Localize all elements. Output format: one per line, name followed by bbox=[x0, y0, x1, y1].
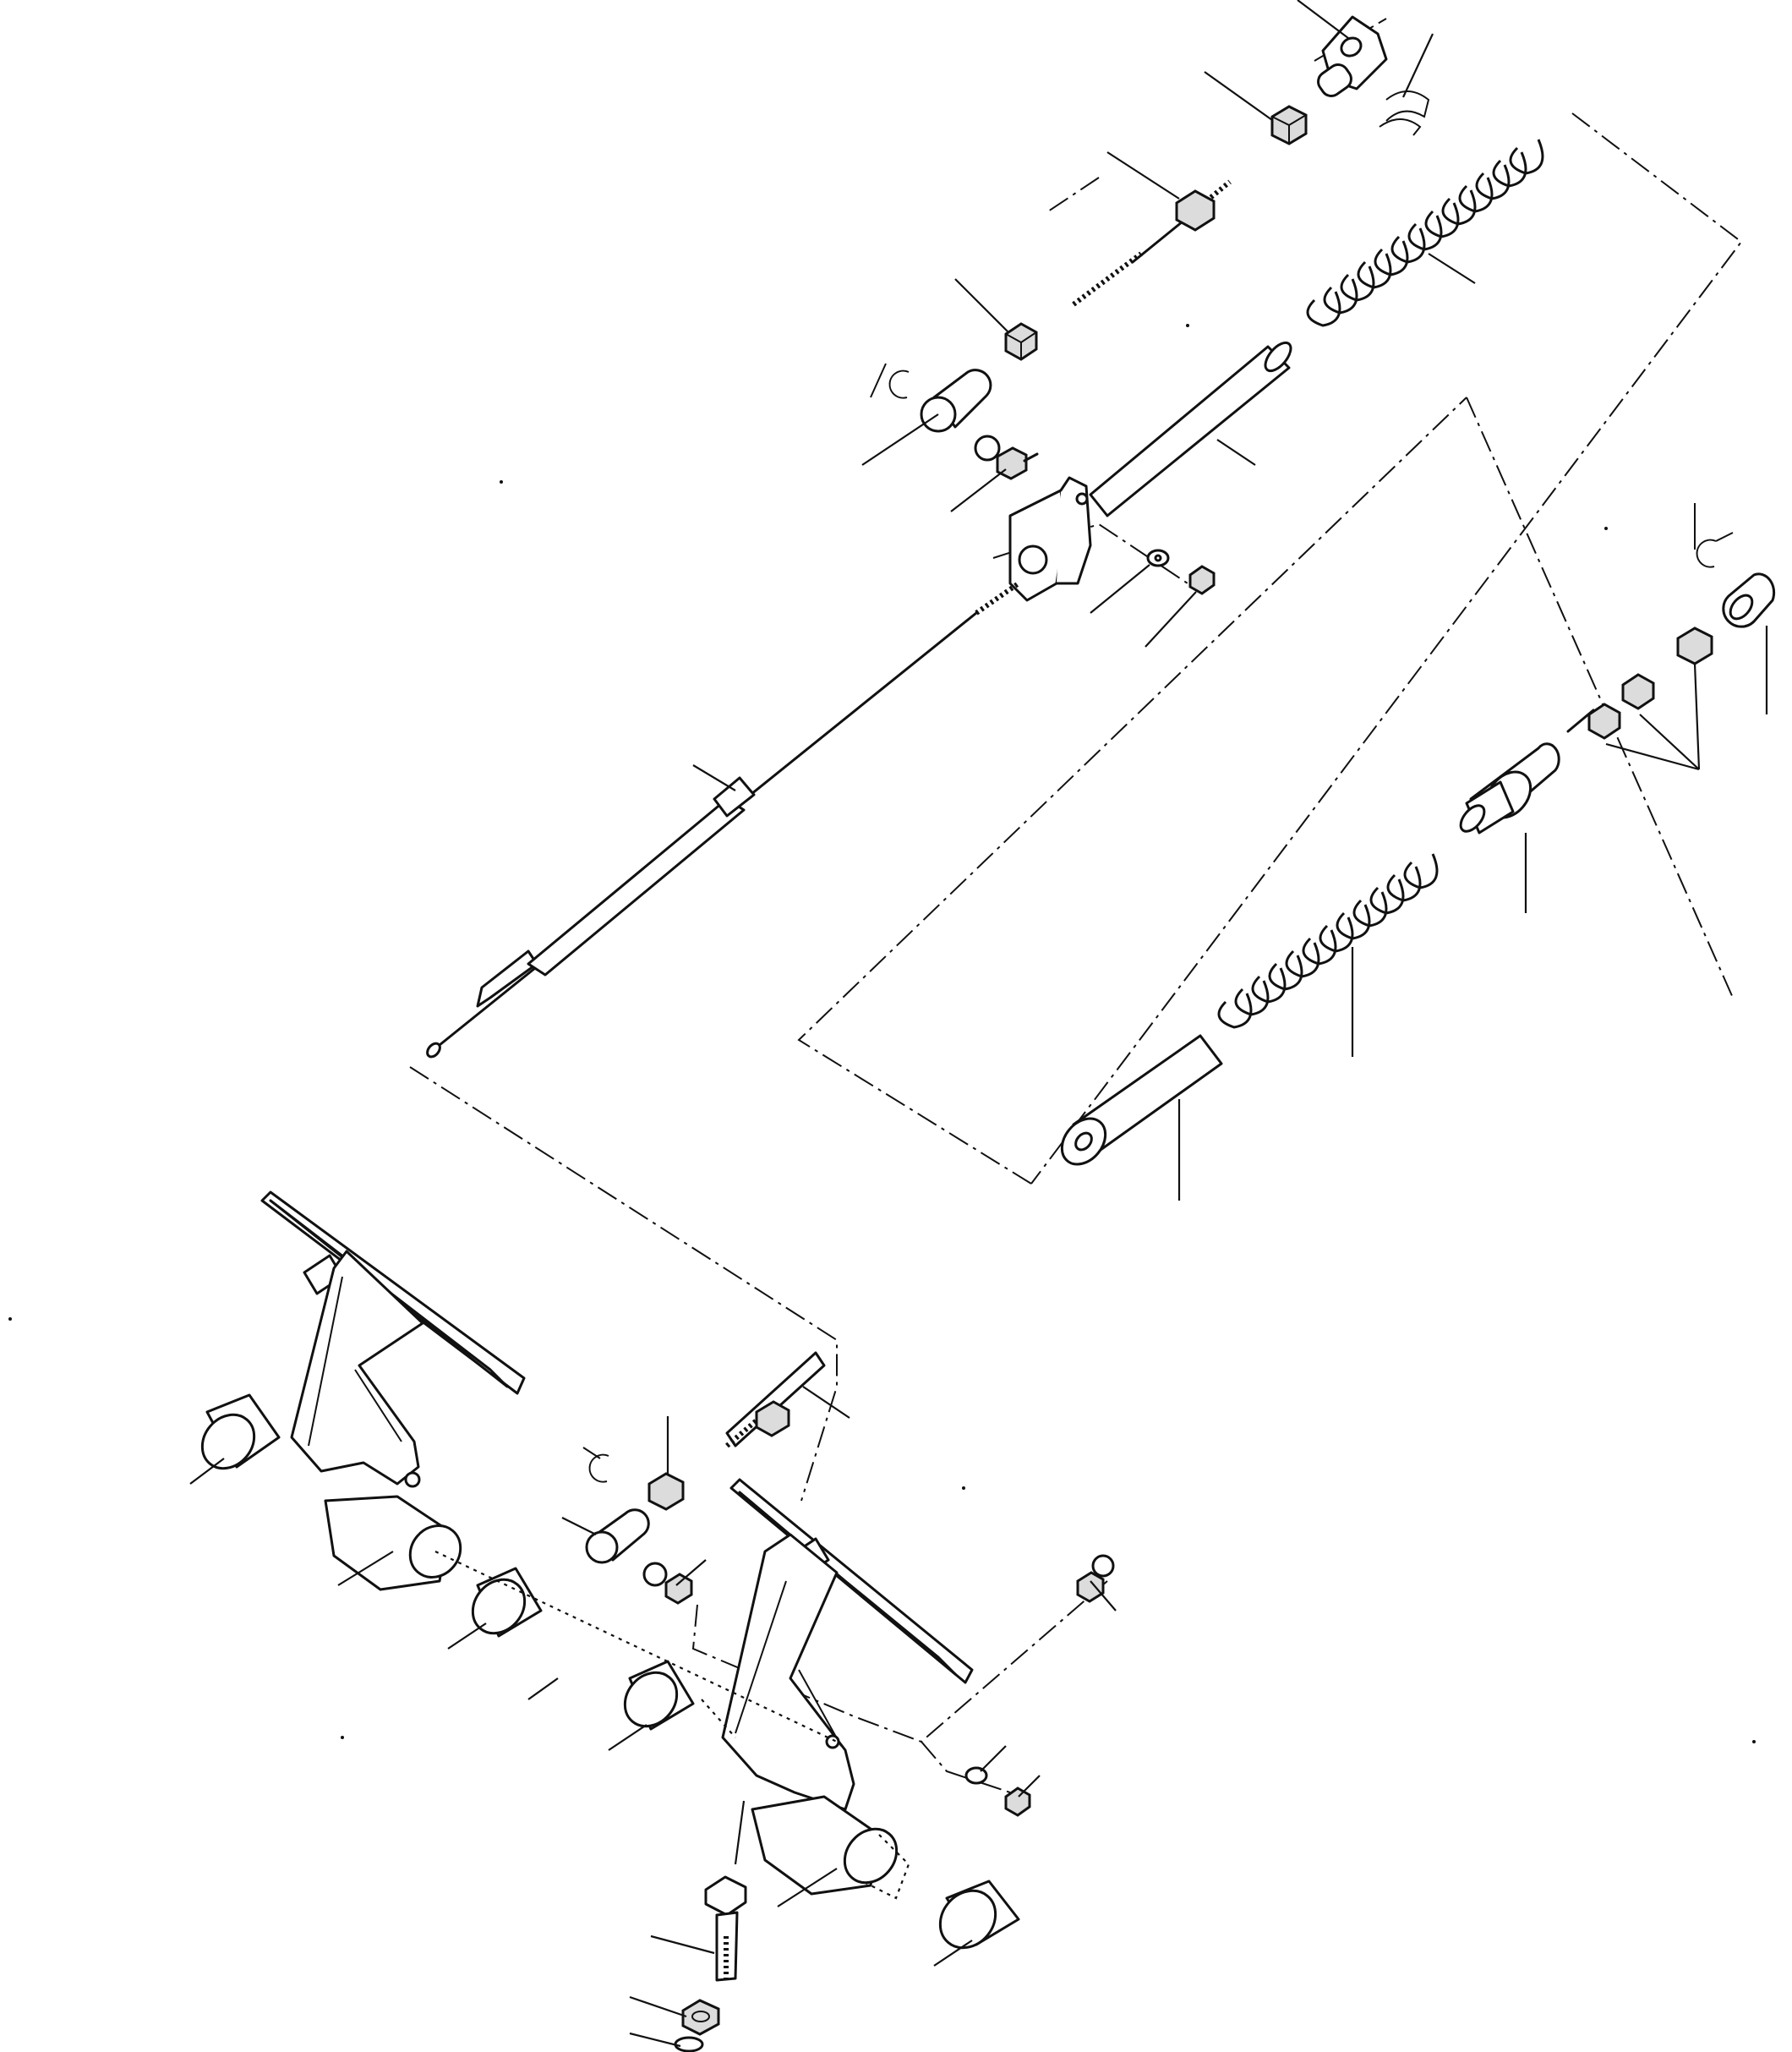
nut-small bbox=[1188, 565, 1216, 595]
leader-control-rod bbox=[692, 764, 736, 791]
leader-pedal-left bbox=[337, 1551, 394, 1586]
end-cap bbox=[1722, 572, 1776, 628]
leader-lock-nut-pair bbox=[1605, 663, 1701, 771]
leader-nut-pedal-small bbox=[1018, 1775, 1041, 1798]
snap-ring-pedal bbox=[582, 1447, 609, 1483]
leader-ball-stud bbox=[950, 468, 1007, 512]
leader-washer-pedal bbox=[980, 1745, 1007, 1772]
bushing-3 bbox=[623, 1660, 695, 1731]
leader-bushing-2 bbox=[447, 1622, 487, 1650]
leader-bushing-4 bbox=[933, 1940, 973, 1967]
ball-stud-right bbox=[1076, 1554, 1115, 1603]
bracket bbox=[1008, 476, 1092, 602]
bushing-2 bbox=[471, 1567, 543, 1638]
bracket-rod bbox=[1089, 341, 1292, 517]
lock-nut bbox=[1270, 105, 1308, 145]
leader-bracket-rod bbox=[1216, 439, 1256, 466]
leader-spring-upper bbox=[1428, 253, 1476, 284]
leader-pedal-right bbox=[777, 1868, 838, 1907]
leader-bushing-3 bbox=[608, 1724, 647, 1751]
leader-bracket-rod-lower bbox=[802, 1386, 850, 1419]
bushing bbox=[200, 1393, 281, 1470]
spring-upper bbox=[1306, 139, 1544, 327]
clip bbox=[1379, 90, 1430, 136]
snap-ring bbox=[870, 363, 910, 399]
ball-stud bbox=[974, 435, 1039, 480]
leader-nut-small bbox=[1145, 591, 1197, 648]
pivot-bolt bbox=[704, 1875, 747, 1982]
leader-ball-stud-right bbox=[1090, 1580, 1117, 1612]
pedal-right bbox=[721, 1478, 974, 1900]
washer-pedal bbox=[964, 1766, 988, 1785]
nut-pedal bbox=[647, 1472, 685, 1511]
pedal-left bbox=[260, 1190, 526, 1591]
leader-clevis bbox=[1297, 0, 1349, 39]
leader-adjusting-rod bbox=[1106, 151, 1180, 200]
nut-pedal-small bbox=[1004, 1787, 1031, 1817]
leader-washer-bottom bbox=[629, 2032, 681, 2048]
adjusting-rod bbox=[1072, 179, 1232, 307]
nut bbox=[1004, 322, 1038, 361]
lock-nut-pair bbox=[1566, 627, 1713, 740]
specks bbox=[8, 324, 1756, 1743]
spring-lower bbox=[1217, 853, 1439, 1029]
bushing-axis bbox=[434, 1551, 838, 1743]
clevis bbox=[1317, 15, 1388, 97]
washer-bottom bbox=[674, 2036, 704, 2052]
washer bbox=[1146, 549, 1170, 567]
leader-bushing-1 bbox=[189, 1458, 225, 1485]
leader-ball-stud-pedal bbox=[675, 1559, 707, 1586]
leader-lock-nut bbox=[1204, 71, 1273, 121]
bracket-rod-lower bbox=[725, 1351, 826, 1448]
leader-hex-nut bbox=[629, 1995, 687, 2018]
chain-lines bbox=[409, 18, 1743, 1793]
leader-ball-socket bbox=[861, 413, 939, 466]
ball-socket-pedal bbox=[585, 1508, 650, 1564]
guide-tube bbox=[1060, 1034, 1223, 1166]
bushing-4 bbox=[938, 1880, 1020, 1950]
leader-ball-socket-pedal bbox=[561, 1517, 597, 1535]
leader-pivot-bolt bbox=[650, 1934, 715, 1955]
leader-clip bbox=[1402, 33, 1434, 98]
leader-nut bbox=[954, 278, 1008, 332]
hex-nut bbox=[681, 1999, 720, 2036]
ball-socket bbox=[920, 369, 992, 433]
leader-bushing-axis bbox=[527, 1677, 559, 1700]
spring-seat bbox=[1459, 742, 1560, 834]
control-rod bbox=[426, 581, 1020, 1059]
leader-pivot-axis bbox=[734, 1800, 746, 1865]
snap-ring-right bbox=[1694, 503, 1734, 568]
leader-washer bbox=[1090, 564, 1150, 614]
ball-stud-pedal bbox=[642, 1562, 693, 1605]
